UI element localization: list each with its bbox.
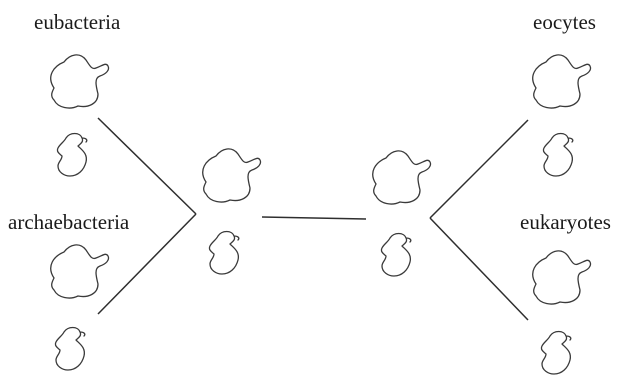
eukaryotes-protein-pair bbox=[532, 250, 592, 375]
branch-eocytes bbox=[429, 119, 529, 219]
archaebacteria-protein-pair bbox=[50, 244, 110, 371]
branch-archaebacteria bbox=[97, 213, 197, 315]
right-ancestor-protein-pair bbox=[372, 150, 432, 277]
label-eocytes: eocytes bbox=[533, 10, 596, 34]
label-eubacteria: eubacteria bbox=[34, 10, 121, 34]
protein-large-domain bbox=[532, 250, 592, 305]
protein-small-domain bbox=[208, 230, 240, 275]
protein-large-domain bbox=[372, 150, 432, 205]
protein-small-domain bbox=[54, 326, 86, 371]
eocytes-protein-pair bbox=[532, 54, 592, 177]
protein-large-domain bbox=[532, 54, 592, 109]
protein-small-domain bbox=[540, 330, 572, 375]
protein-small-domain bbox=[380, 232, 412, 277]
protein-small-domain bbox=[542, 132, 574, 177]
branch-eukaryotes bbox=[429, 217, 529, 321]
branch-root bbox=[261, 216, 367, 220]
left-ancestor-protein-pair bbox=[202, 148, 262, 275]
eubacteria-protein-pair bbox=[50, 54, 110, 177]
protein-small-domain bbox=[56, 132, 88, 177]
branch-eubacteria bbox=[97, 117, 197, 215]
protein-large-domain bbox=[50, 54, 110, 109]
tree-branches bbox=[97, 117, 529, 321]
label-eukaryotes: eukaryotes bbox=[520, 210, 611, 234]
protein-large-domain bbox=[202, 148, 262, 203]
protein-large-domain bbox=[50, 244, 110, 299]
label-archaebacteria: archaebacteria bbox=[8, 210, 130, 234]
